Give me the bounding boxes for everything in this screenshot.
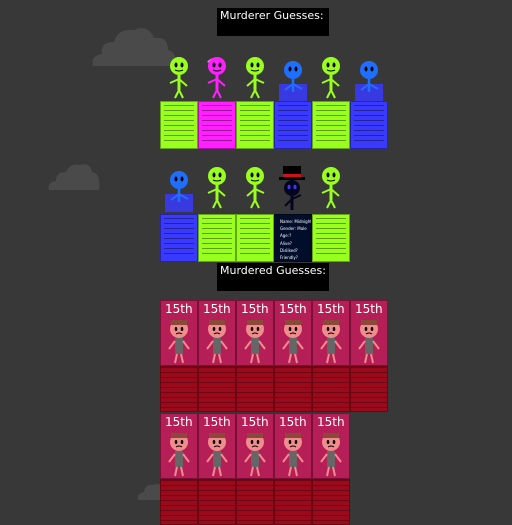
suspect-info-card[interactable] [312,214,350,262]
victim-card[interactable]: 15th [350,300,388,366]
stat-line: Frightened? [278,261,308,262]
victim-character-icon [244,433,266,477]
victim-character-icon [320,433,342,477]
suspect-character-icon[interactable] [351,56,387,102]
victim-detail-card [160,366,198,412]
stat-line: Disliked? [280,247,298,253]
card-text-lines [164,105,194,145]
suspect-character-icon[interactable] [199,166,235,212]
suspect-info-card[interactable] [160,101,198,149]
victim-rank-label: 15th [241,302,269,316]
suspect-info-card[interactable] [274,101,312,149]
cloud-icon [48,164,100,190]
victim-rank-label: 15th [317,415,345,429]
victim-detail-card [236,366,274,412]
victim-rank-label: 15th [355,302,383,316]
victim-rank-label: 15th [279,302,307,316]
stat-line: Alive? [280,240,292,246]
victim-rank-label: 15th [203,415,231,429]
murdered-guesses-header: Murdered Guesses: [217,263,329,291]
victim-detail-card [274,479,312,525]
card-text-lines [354,105,384,145]
victim-rank-label: 15th [279,415,307,429]
victim-card[interactable]: 15th [198,300,236,366]
suspect-character-icon[interactable] [275,56,311,102]
card-text-lines [202,105,232,145]
victim-character-icon [320,320,342,364]
suspect-character-icon[interactable] [161,166,197,212]
victim-card[interactable]: 15th [274,300,312,366]
victim-character-icon [206,320,228,364]
murderer-guesses-title: Murderer Guesses: [220,9,324,22]
victim-detail-card [312,366,350,412]
card-text-lines [202,218,232,258]
card-text-lines [278,105,308,145]
card-text-lines [316,105,346,145]
victim-character-icon [358,320,380,364]
victim-detail-card [236,479,274,525]
victim-card[interactable]: 15th [160,300,198,366]
victim-character-icon [168,433,190,477]
victim-detail-card [312,479,350,525]
victim-card[interactable]: 15th [236,300,274,366]
victim-card[interactable]: 15th [198,413,236,479]
suspect-info-card[interactable] [312,101,350,149]
suspect-info-card[interactable] [236,101,274,149]
suspect-character-icon[interactable] [313,56,349,102]
victim-character-icon [282,433,304,477]
suspect-info-card[interactable] [236,214,274,262]
victim-detail-card [198,479,236,525]
suspect-character-icon[interactable] [275,166,311,212]
victim-detail-card [350,366,388,412]
suspect-character-icon[interactable] [237,56,273,102]
suspect-character-icon[interactable] [161,56,197,102]
victim-card[interactable]: 15th [160,413,198,479]
victim-card[interactable]: 15th [236,413,274,479]
murderer-guesses-header: Murderer Guesses: [217,8,329,36]
suspect-info-card[interactable] [350,101,388,149]
victim-detail-card [160,479,198,525]
stat-line: Friendly? [280,255,298,261]
cloud-icon [92,28,176,66]
card-text-lines [316,218,346,258]
card-text-lines [164,218,194,258]
victim-rank-label: 15th [165,415,193,429]
victim-detail-card [198,366,236,412]
victim-rank-label: 15th [165,302,193,316]
victim-character-icon [206,433,228,477]
victim-card[interactable]: 15th [312,413,350,479]
victim-rank-label: 15th [203,302,231,316]
suspect-info-card[interactable] [198,101,236,149]
card-text-lines [240,218,270,258]
suspect-info-card[interactable] [160,214,198,262]
victim-character-icon [168,320,190,364]
murdered-guesses-title: Murdered Guesses: [220,264,326,277]
suspect-info-card[interactable] [198,214,236,262]
victim-rank-label: 15th [317,302,345,316]
stat-line: Age:? [280,233,292,239]
suspect-character-icon[interactable] [237,166,273,212]
suspect-character-icon[interactable] [199,56,235,102]
victim-character-icon [244,320,266,364]
victim-rank-label: 15th [241,415,269,429]
victim-detail-card [274,366,312,412]
stat-line: Gender: Male [280,226,307,232]
victim-card[interactable]: 15th [274,413,312,479]
stat-line: Name: Midnight [280,219,312,224]
suspect-character-icon[interactable] [313,166,349,212]
victim-character-icon [282,320,304,364]
victim-card[interactable]: 15th [312,300,350,366]
card-text-lines [240,105,270,145]
